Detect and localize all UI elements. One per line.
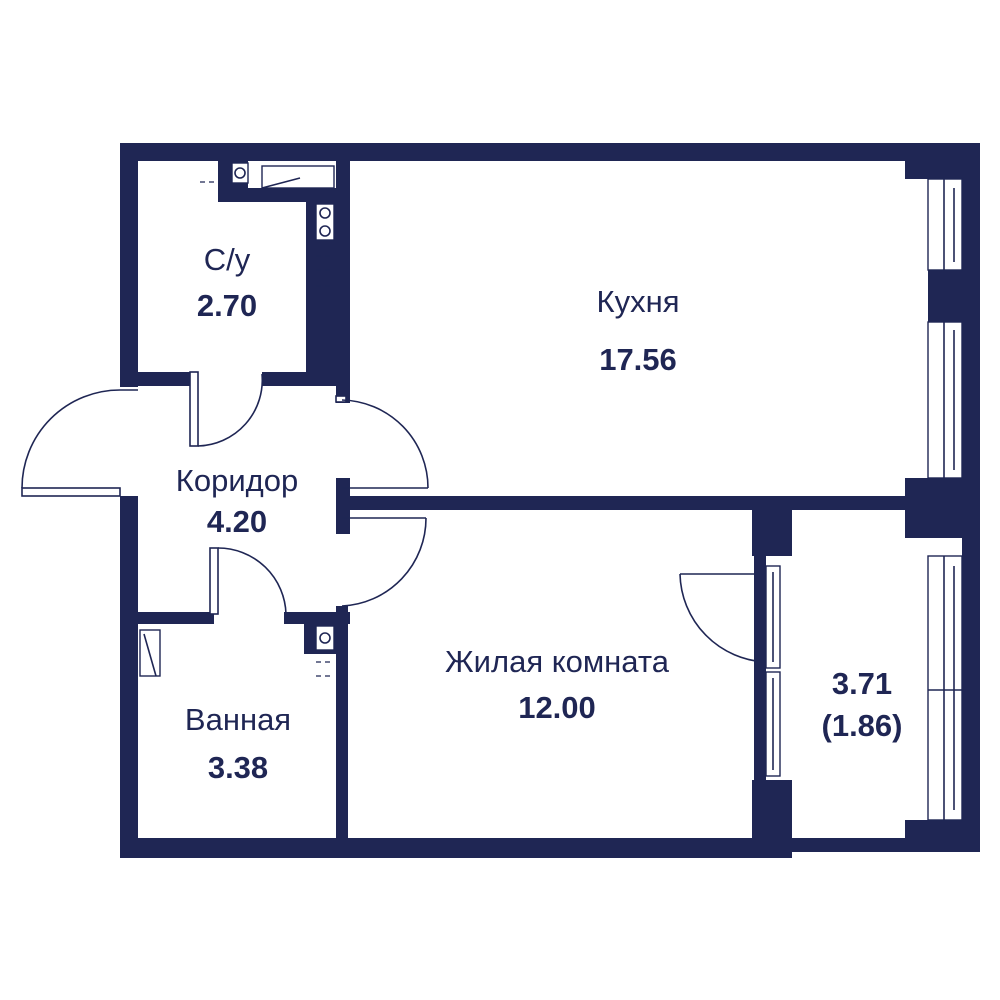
- wc-bottom-left: [120, 372, 196, 386]
- wall-bottom: [120, 838, 792, 858]
- wall-kitchen-living: [336, 496, 980, 510]
- doors: [21, 371, 767, 663]
- pier-balcony-bottom: [905, 820, 980, 852]
- room-area-bathroom: 3.38: [208, 750, 268, 785]
- wall-living-balcony-glass-frame: [754, 556, 766, 780]
- room-name-wc: С/у: [204, 242, 251, 277]
- room-name-kitchen: Кухня: [597, 284, 680, 319]
- balcony-door-glazing: [765, 565, 781, 777]
- wall-bath-living: [336, 606, 348, 846]
- room-area-kitchen: 17.56: [599, 342, 677, 377]
- room-area-wc: 2.70: [197, 288, 257, 323]
- wall-living-balcony-bottom: [752, 780, 792, 858]
- wall-living-balcony-top: [752, 496, 792, 556]
- room-name-bathroom: Ванная: [185, 702, 291, 737]
- bath-door-leaf: [209, 547, 219, 615]
- room-name-living: Жилая комната: [445, 644, 670, 679]
- wall-left-lower: [120, 496, 138, 858]
- pier-kitchen-top: [905, 143, 980, 179]
- wall-left-upper: [120, 143, 138, 387]
- bath-top-right: [284, 612, 350, 624]
- bath-top-left: [120, 612, 214, 624]
- wall-wc-kitchen: [336, 143, 350, 403]
- room-area-balcony-reduced: (1.86): [822, 708, 903, 743]
- entrance-door-leaf: [21, 487, 121, 497]
- room-area-balcony: 3.71: [832, 666, 892, 701]
- wc-door-leaf: [189, 371, 199, 447]
- corridor-right-wall: [336, 478, 350, 534]
- room-labels: С/у 2.70 Кухня 17.56 Коридор 4.20 Жилая …: [176, 242, 903, 785]
- pier-kitchen-mid: [928, 270, 980, 322]
- walls: [120, 143, 980, 858]
- room-area-corridor: 4.20: [207, 504, 267, 539]
- fixtures: [139, 162, 335, 677]
- windows-right: [927, 178, 963, 821]
- room-name-corridor: Коридор: [176, 463, 298, 498]
- room-area-living: 12.00: [518, 690, 596, 725]
- wall-top: [120, 143, 980, 161]
- wc-bottom-right: [262, 372, 350, 386]
